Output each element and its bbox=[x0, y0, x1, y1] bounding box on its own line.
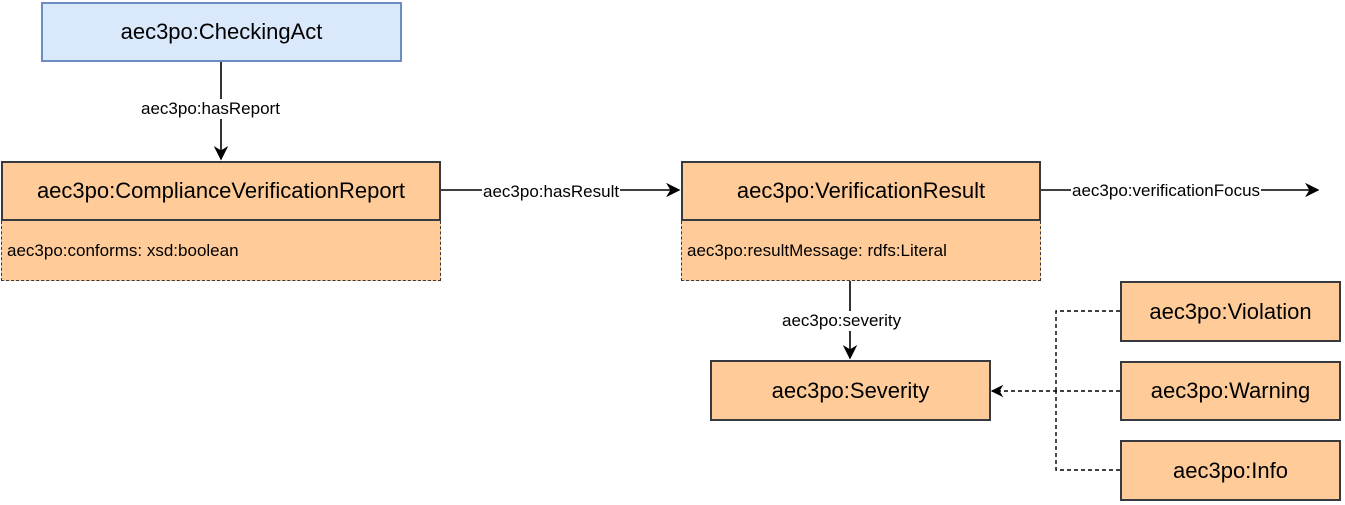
node-violation-label: aec3po:Violation bbox=[1149, 298, 1312, 324]
node-warning-label: aec3po:Warning bbox=[1150, 378, 1311, 403]
node-checking-act[interactable]: aec3po:CheckingAct bbox=[41, 2, 402, 62]
subclass-connector-violation bbox=[1055, 310, 1120, 391]
node-info-label: aec3po:Info bbox=[1173, 457, 1288, 483]
node-severity[interactable]: aec3po:Severity bbox=[710, 360, 991, 421]
node-report-attribute-label: aec3po:conforms: xsd:boolean bbox=[7, 240, 239, 260]
subclass-connector-info bbox=[1055, 391, 1120, 471]
node-info[interactable]: aec3po:Info bbox=[1120, 440, 1341, 501]
node-checking-act-label: aec3po:CheckingAct bbox=[120, 19, 323, 44]
node-result-label: aec3po:VerificationResult bbox=[736, 178, 986, 203]
node-verification-result[interactable]: aec3po:VerificationResult bbox=[681, 161, 1041, 221]
node-report-attribute[interactable]: aec3po:conforms: xsd:boolean bbox=[1, 221, 441, 281]
edge-label-verification-focus: aec3po:verificationFocus bbox=[1071, 181, 1262, 201]
node-result-attribute[interactable]: aec3po:resultMessage: rdfs:Literal bbox=[681, 221, 1041, 281]
edge-label-has-result: aec3po:hasResult bbox=[482, 182, 621, 202]
node-result-attribute-label: aec3po:resultMessage: rdfs:Literal bbox=[687, 240, 947, 260]
node-report-label: aec3po:ComplianceVerificationReport bbox=[36, 178, 406, 203]
node-severity-label: aec3po:Severity bbox=[771, 377, 930, 403]
node-warning[interactable]: aec3po:Warning bbox=[1120, 361, 1341, 421]
node-violation[interactable]: aec3po:Violation bbox=[1120, 281, 1341, 342]
edge-label-has-report: aec3po:hasReport bbox=[140, 99, 281, 119]
node-compliance-verification-report[interactable]: aec3po:ComplianceVerificationReport bbox=[1, 161, 441, 221]
edge-label-severity: aec3po:severity bbox=[781, 311, 903, 331]
